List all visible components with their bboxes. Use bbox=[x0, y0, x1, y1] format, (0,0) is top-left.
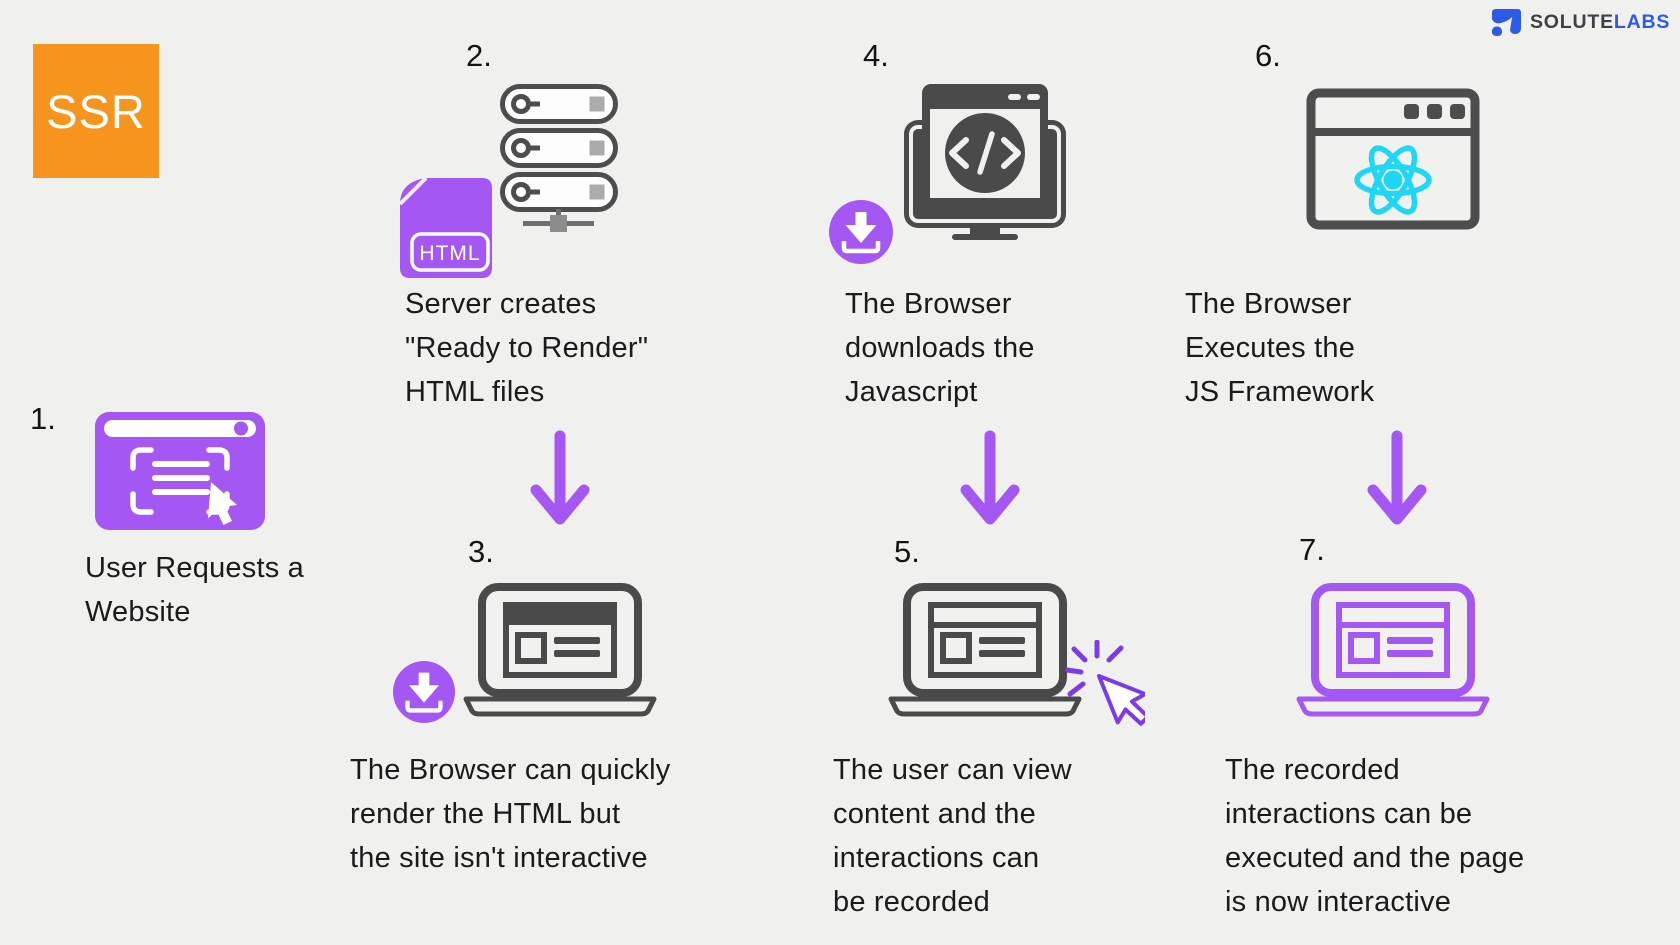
ssr-badge: SSR bbox=[33, 44, 159, 178]
server-stack-icon bbox=[500, 84, 618, 232]
html-file-icon: HTML bbox=[398, 176, 492, 278]
step-7-caption: The recorded interactions can be execute… bbox=[1225, 754, 1525, 918]
step-5-number: 5. bbox=[894, 534, 920, 569]
step-3-caption: The Browser can quickly render the HTML … bbox=[350, 754, 671, 874]
cursor-arrow-glyph bbox=[208, 482, 237, 525]
react-logo-icon bbox=[1354, 145, 1432, 215]
logo-labs: LABS bbox=[1613, 10, 1671, 33]
step-6-number: 6. bbox=[1255, 38, 1281, 73]
down-arrow-icon bbox=[960, 430, 1020, 525]
step-3-number: 3. bbox=[468, 534, 494, 569]
download-badge-icon bbox=[829, 200, 893, 264]
step-4-number: 4. bbox=[863, 38, 889, 73]
step-7-number: 7. bbox=[1299, 532, 1325, 567]
step-1-number: 1. bbox=[30, 401, 56, 436]
monitor-code-icon bbox=[904, 84, 1066, 240]
step-1-caption: User Requests a Website bbox=[85, 552, 304, 628]
step-2-caption: Server creates "Ready to Render" HTML fi… bbox=[405, 288, 649, 408]
down-arrow-icon bbox=[530, 430, 590, 525]
code-glyph bbox=[949, 131, 1021, 175]
step-5-caption: The user can view content and the intera… bbox=[833, 754, 1072, 918]
solutelabs-logo-text: SOLUTELABS bbox=[1530, 11, 1670, 34]
laptop-browser-icon bbox=[888, 583, 1082, 717]
html-file-label: HTML bbox=[419, 242, 480, 265]
down-arrow-icon bbox=[1367, 430, 1427, 525]
browser-request-icon bbox=[95, 412, 265, 530]
step-6-caption: The Browser Executes the JS Framework bbox=[1185, 288, 1375, 408]
click-cursor-icon bbox=[1065, 640, 1145, 726]
solutelabs-logo-icon bbox=[1491, 9, 1521, 36]
browser-react-icon bbox=[1306, 88, 1480, 230]
download-badge-icon bbox=[393, 661, 455, 723]
step-4-caption: The Browser downloads the Javascript bbox=[845, 288, 1035, 408]
step-2-number: 2. bbox=[466, 38, 492, 73]
laptop-browser-icon bbox=[463, 583, 657, 717]
ssr-badge-label: SSR bbox=[46, 84, 146, 138]
laptop-interactive-icon bbox=[1296, 583, 1490, 717]
logo-solute: SOLUTE bbox=[1530, 10, 1614, 33]
solutelabs-logo: SOLUTELABS bbox=[1489, 6, 1670, 38]
